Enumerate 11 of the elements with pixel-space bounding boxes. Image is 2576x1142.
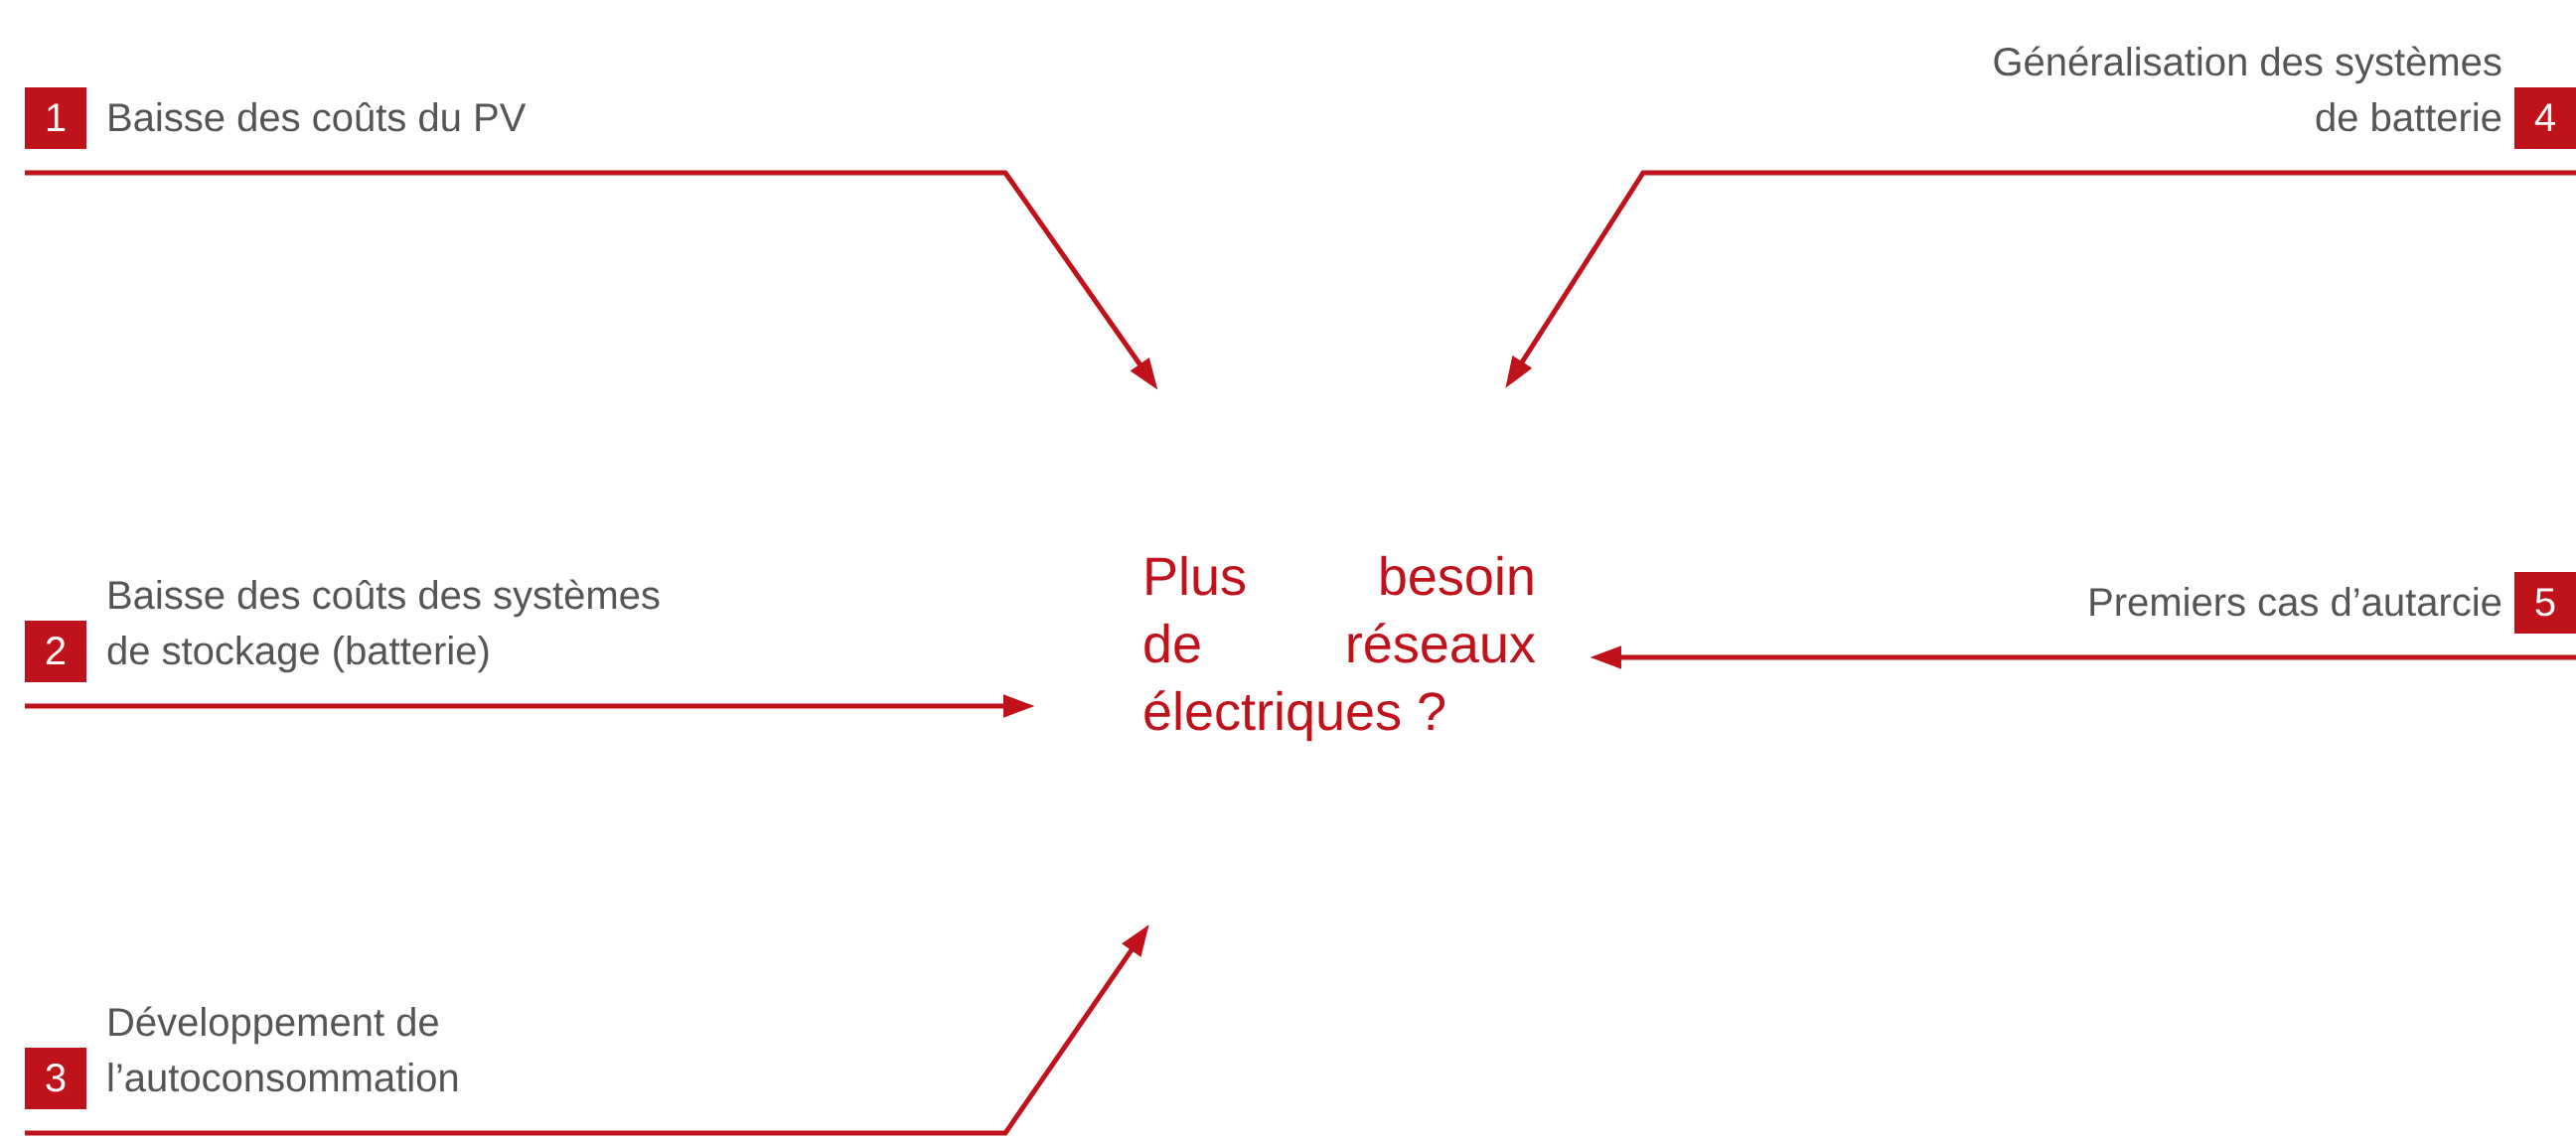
item-label: Généralisation des systèmes de batterie <box>1994 46 2501 132</box>
item-label: Développement de l’autoconsommation <box>108 1006 458 1092</box>
item-label: Baisse des coûts des systèmes de stockage (batterie) <box>107 579 660 673</box>
item-label: Baisse des coûts du PV <box>109 101 527 132</box>
number-badge: 1 <box>25 87 86 149</box>
number-badge: 5 <box>2514 572 2576 634</box>
question-text: Plus besoin de réseaux électriques ? <box>1144 555 1536 742</box>
number-badge: 3 <box>25 1048 86 1109</box>
number-badge: 2 <box>25 621 86 682</box>
number-badge: 4 <box>2514 87 2576 149</box>
item-label: Premiers cas d’autarcie <box>2090 587 2501 617</box>
